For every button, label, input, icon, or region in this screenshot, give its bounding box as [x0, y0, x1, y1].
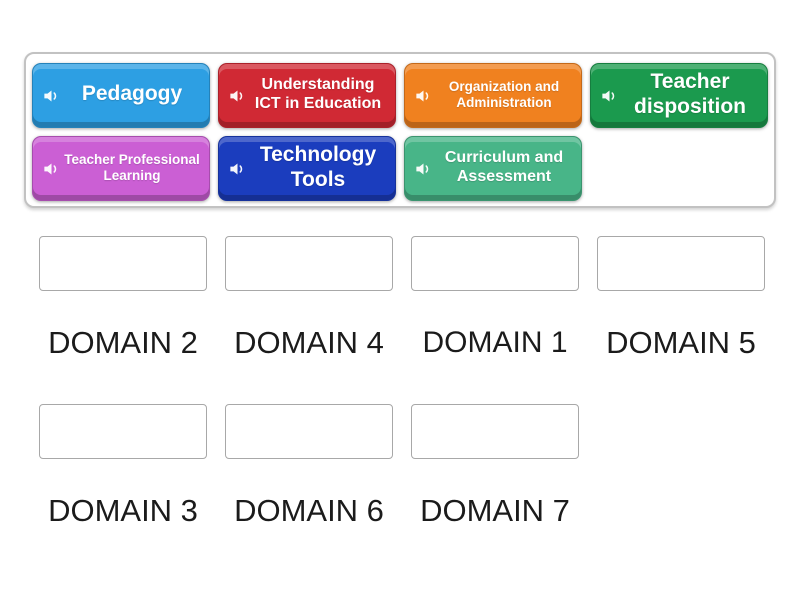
speaker-icon[interactable]: [42, 159, 61, 178]
slot-label-wrap: DOMAIN 2: [39, 295, 207, 391]
slot-label-wrap: DOMAIN 4: [225, 295, 393, 391]
slot-domain-7: DOMAIN 7: [411, 404, 579, 572]
drop-box-domain-2[interactable]: [39, 236, 207, 291]
slot-label: DOMAIN 2: [48, 325, 198, 361]
speaker-icon[interactable]: [414, 86, 433, 105]
tile-label: Technology Tools: [259, 143, 377, 191]
tile-teacher-professional-learning[interactable]: Teacher Professional Learning: [32, 136, 210, 201]
slot-label: DOMAIN 5: [606, 325, 756, 361]
slot-label: DOMAIN 6: [234, 493, 384, 529]
drop-box-domain-5[interactable]: [597, 236, 765, 291]
slot-label-wrap: DOMAIN 5: [597, 295, 765, 391]
slot-label: DOMAIN 7: [420, 493, 570, 529]
tile-label: Curriculum and Assessment: [444, 149, 564, 185]
speaker-icon[interactable]: [414, 159, 433, 178]
slot-label-wrap: DOMAIN 6: [225, 463, 393, 559]
speaker-icon[interactable]: [42, 86, 61, 105]
slot-domain-3: DOMAIN 3: [39, 404, 207, 572]
tile-label: Teacher Professional Learning: [64, 151, 200, 183]
tile-technology-tools[interactable]: Technology Tools: [218, 136, 396, 201]
slot-label-wrap: DOMAIN 1: [422, 295, 567, 391]
slot-domain-6: DOMAIN 6: [225, 404, 393, 572]
slot-label-wrap: DOMAIN 3: [39, 463, 207, 559]
slot-domain-4: DOMAIN 4: [225, 236, 393, 404]
drop-box-domain-1[interactable]: [411, 236, 579, 291]
speaker-icon[interactable]: [228, 86, 247, 105]
slot-domain-5: DOMAIN 5: [597, 236, 765, 404]
slot-label-wrap: DOMAIN 7: [411, 463, 579, 559]
tile-label: Pedagogy: [81, 82, 183, 106]
drop-box-domain-6[interactable]: [225, 404, 393, 459]
speaker-icon[interactable]: [228, 159, 247, 178]
drop-box-domain-4[interactable]: [225, 236, 393, 291]
speaker-icon[interactable]: [600, 86, 619, 105]
slot-domain-1: DOMAIN 1: [411, 236, 579, 404]
answer-tray: Pedagogy Understanding ICT in Education …: [24, 52, 776, 208]
tile-label: Teacher disposition: [634, 70, 746, 118]
slot-label: DOMAIN 1: [422, 326, 568, 360]
tile-curriculum-and-assessment[interactable]: Curriculum and Assessment: [404, 136, 582, 201]
tile-teacher-disposition[interactable]: Teacher disposition: [590, 63, 768, 128]
tile-understanding-ict-in-education[interactable]: Understanding ICT in Education: [218, 63, 396, 128]
slot-label: DOMAIN 4: [234, 325, 384, 361]
drop-box-domain-7[interactable]: [411, 404, 579, 459]
tile-pedagogy[interactable]: Pedagogy: [32, 63, 210, 128]
tile-label: Organization and Administration: [448, 78, 560, 110]
slot-domain-2: DOMAIN 2: [39, 236, 207, 404]
slot-label: DOMAIN 3: [48, 493, 198, 529]
answer-board: DOMAIN 2 DOMAIN 4 DOMAIN 1 DOMAIN 5 DOMA…: [39, 236, 765, 572]
tile-label: Understanding ICT in Education: [254, 76, 382, 112]
tile-organization-and-administration[interactable]: Organization and Administration: [404, 63, 582, 128]
drop-box-domain-3[interactable]: [39, 404, 207, 459]
